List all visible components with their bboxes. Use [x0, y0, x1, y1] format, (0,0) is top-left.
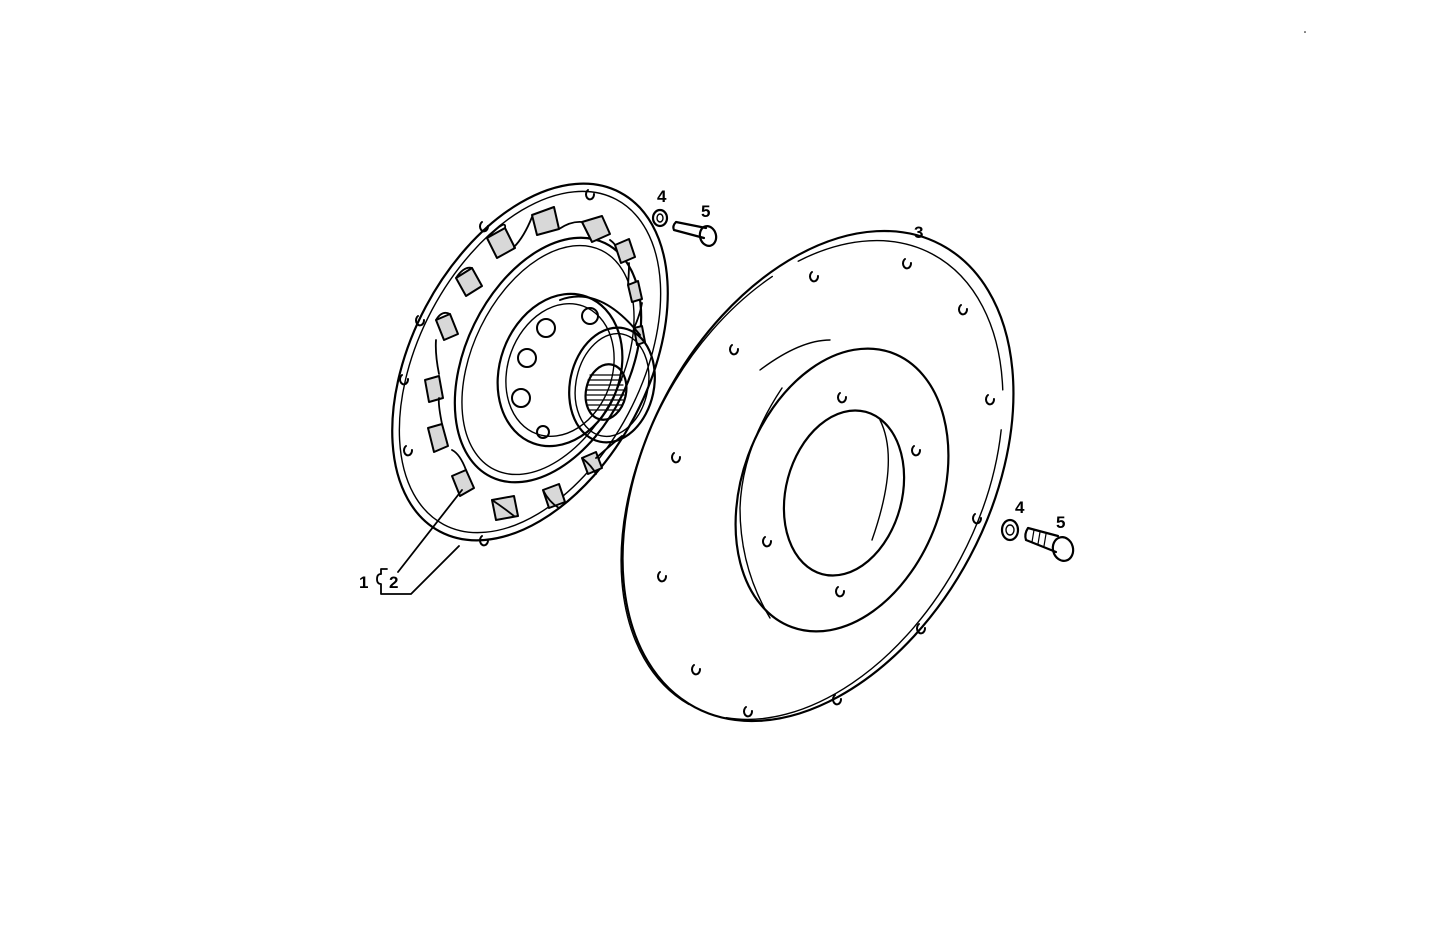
washer-icon	[1002, 520, 1018, 540]
bolt-icon	[673, 222, 718, 248]
leader-lines-1-2	[377, 490, 462, 594]
callout-5-right: 5	[1056, 513, 1066, 532]
bolt-icon	[1025, 528, 1075, 563]
flywheel-plate-icon	[543, 164, 1093, 788]
callout-4-right: 4	[1015, 498, 1025, 517]
callout-4-top: 4	[657, 187, 667, 206]
washer-icon	[653, 210, 667, 226]
damper-disc-icon	[336, 137, 725, 587]
callout-3: 3	[914, 223, 924, 242]
callout-1: 1	[359, 573, 369, 592]
callout-2: 2	[389, 573, 399, 592]
callout-5-top: 5	[701, 202, 711, 221]
